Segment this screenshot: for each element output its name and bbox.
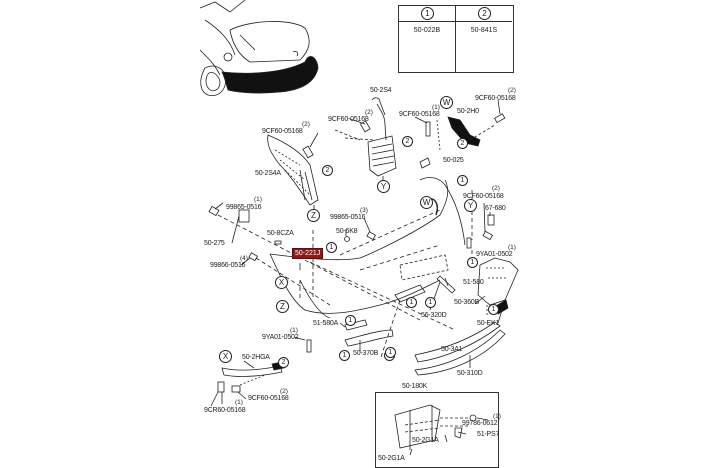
fastener-label[interactable]: 99865-0516 <box>330 214 366 221</box>
ref-marker-2: 2 <box>278 357 289 368</box>
fastener-label[interactable]: 9CF60-05168 <box>248 395 289 402</box>
ref-marker-1: 1 <box>406 297 417 308</box>
fastener-label[interactable]: 99786-0612 <box>462 420 498 427</box>
fastener-qty: (3) <box>360 207 368 214</box>
ref-marker-2: 2 <box>402 136 413 147</box>
part-50-2G1A-drawing <box>394 404 477 450</box>
fastener-qty: (1) <box>254 196 262 203</box>
fastener-label[interactable]: 9CR60-05168 <box>204 407 246 414</box>
part-label-50-EK1[interactable]: 50-EK1 <box>477 320 500 327</box>
ref-marker-1: 1 <box>339 350 350 361</box>
part-label-50-370B[interactable]: 50-370B <box>353 350 379 357</box>
part-label-50-025[interactable]: 50-025 <box>443 157 464 164</box>
part-label-51-580A[interactable]: 51-580A <box>313 320 339 327</box>
legend-part-number[interactable]: 50-841S <box>470 27 498 34</box>
part-label-50-2HGA[interactable]: 50-2HGA <box>242 354 270 361</box>
view-marker-z: Z <box>307 209 320 222</box>
part-label-50-180K[interactable]: 50-180K <box>402 383 428 390</box>
part-label-51-580[interactable]: 51-580 <box>463 279 484 286</box>
part-label-50-360B[interactable]: 50-360B <box>454 299 480 306</box>
fastener-qty: (1) <box>290 327 298 334</box>
part-50-2S4-drawing <box>334 97 397 180</box>
ref-marker-1: 1 <box>326 242 337 253</box>
fastener-qty: (2) <box>365 109 373 116</box>
part-label-50-2H0[interactable]: 50-2H0 <box>457 108 479 115</box>
legend-part-number[interactable]: 50-022B <box>413 27 441 34</box>
car-thumbnail-icon <box>199 0 319 97</box>
fastener-label[interactable]: 9YA01-0502 <box>262 334 299 341</box>
fastener-qty: (1) <box>235 399 243 406</box>
fastener-legend: 1 50-022B 2 50-841S <box>398 5 514 73</box>
ref-marker: 1 <box>421 7 434 20</box>
fastener-qty: (2) <box>280 388 288 395</box>
alignment-lines <box>217 190 473 361</box>
view-marker-y: Y <box>377 180 390 193</box>
fastener-qty: (1) <box>493 413 501 420</box>
part-label-50-2S4A[interactable]: 50-2S4A <box>255 170 281 177</box>
part-51-580-drawing <box>477 257 519 315</box>
part-label-50-310D[interactable]: 50-310D <box>457 370 483 377</box>
ref-marker: 2 <box>478 7 491 20</box>
view-marker-w: W <box>440 96 453 109</box>
fastener-label[interactable]: 99866-0516 <box>210 262 246 269</box>
part-50-2H0-drawing <box>436 116 496 151</box>
bolt-icons <box>208 113 506 393</box>
fastener-qty: (1) <box>432 104 440 111</box>
part-label-50-2G1A[interactable]: 50-2G1A <box>412 437 439 444</box>
view-marker-w: W <box>420 196 433 209</box>
part-50-310D-drawing <box>414 329 506 376</box>
part-51-580A-drawing <box>344 319 368 331</box>
part-label-50-6K8[interactable]: 50-6K8 <box>336 228 358 235</box>
legend-column-1: 1 50-022B <box>399 6 456 72</box>
legend-column-2: 2 50-841S <box>456 6 512 72</box>
part-label-56-320D[interactable]: 56-320D <box>421 312 447 319</box>
part-label-50-2S4[interactable]: 50-2S4 <box>370 87 392 94</box>
part-label-50-221J-highlighted[interactable]: 50-221J <box>292 248 324 259</box>
fastener-label[interactable]: 99865-0516 <box>226 204 262 211</box>
view-marker-y: Y <box>464 199 477 212</box>
part-label-50-8CZA[interactable]: 50-8CZA <box>267 230 294 237</box>
fastener-label[interactable]: 9CF60-05168 <box>328 116 369 123</box>
part-label-67-680[interactable]: 67-680 <box>485 205 506 212</box>
part-50-2HGA-drawing <box>221 361 285 404</box>
fastener-qty: (4) <box>240 255 248 262</box>
view-marker-x: X <box>275 276 288 289</box>
fastener-label[interactable]: 9CF60-05168 <box>399 111 440 118</box>
ref-marker-2: 2 <box>457 138 468 149</box>
part-56-320D-drawing <box>436 275 456 294</box>
ref-marker-1: 1 <box>425 297 436 308</box>
part-50-370B-drawing <box>344 329 394 347</box>
ref-marker-1: 1 <box>457 175 468 186</box>
fastener-qty: (1) <box>508 244 516 251</box>
ref-marker-1: 1 <box>385 347 396 358</box>
fastener-qty: (2) <box>492 185 500 192</box>
part-label-51-PS7[interactable]: 51-PS7 <box>477 431 500 438</box>
part-50-3A1-drawing <box>414 321 501 363</box>
fastener-label[interactable]: 9CF60-05168 <box>463 193 504 200</box>
fastener-qty: (2) <box>302 121 310 128</box>
view-marker-x: X <box>219 350 232 363</box>
fastener-qty: (2) <box>508 87 516 94</box>
ref-marker-1: 1 <box>488 304 499 315</box>
part-label-50-275[interactable]: 50-275 <box>204 240 225 247</box>
view-marker-z: Z <box>276 300 289 313</box>
fastener-label[interactable]: 9YA01-0502 <box>476 251 513 258</box>
ref-marker-2: 2 <box>322 165 333 176</box>
fastener-label[interactable]: 9CF60-05168 <box>262 128 303 135</box>
fastener-label[interactable]: 9CF60-05168 <box>475 95 516 102</box>
ref-marker-1: 1 <box>345 315 356 326</box>
part-label-50-2G1A-2[interactable]: 50-2G1A <box>378 455 405 462</box>
ref-marker-1: 1 <box>467 257 478 268</box>
part-label-50-3A1[interactable]: 50-3A1 <box>441 346 463 353</box>
